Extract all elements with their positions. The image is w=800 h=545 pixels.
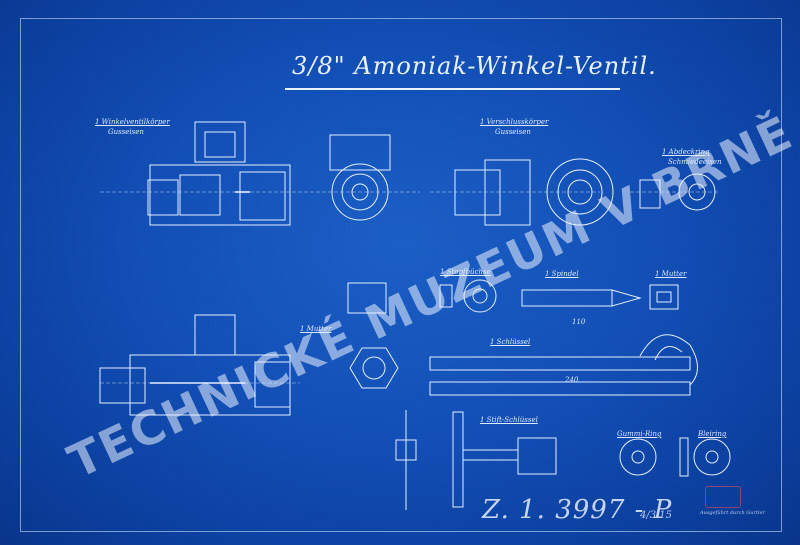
signature-date: 4/3 15	[640, 510, 672, 521]
label-gland: 1 Stopfbüchse	[440, 268, 491, 276]
label-seal-ring: 1 Abdeckring	[662, 148, 710, 156]
sheet-border	[20, 18, 782, 532]
drawing-title: 3/8" Amoniak-Winkel-Ventil.	[292, 52, 657, 80]
label-valve-body: 1 Winkelventilkörper	[95, 118, 170, 126]
label-lever: 1 Schlüssel	[490, 338, 531, 346]
label-pipe-flange-sub: Gusseisen	[495, 128, 531, 136]
dimension-110: 110	[572, 318, 586, 326]
label-valve-body-sub: Gusseisen	[108, 128, 144, 136]
label-seal-ring-sub: Schmiedeeisen	[668, 158, 722, 166]
signature-number: Z. 1. 3997 - P	[482, 495, 673, 525]
label-nut: 1 Mutter	[655, 270, 687, 278]
dimension-240: 240	[565, 376, 579, 384]
label-handle: 1 Stift-Schlüssel	[480, 416, 538, 424]
label-pipe-flange: 1 Verschlusskörper	[480, 118, 549, 126]
label-ring-left: Gummi-Ring	[617, 430, 662, 438]
label-ring-right: Bleiring	[698, 430, 727, 438]
stamp-note: Ausgeführt durch Gurtler	[700, 510, 765, 516]
stamp-mark	[705, 486, 741, 508]
label-spindle: 1 Spindel	[545, 270, 579, 278]
title-underline	[285, 88, 620, 90]
label-hex-nut: 1 Mutter	[300, 325, 332, 333]
